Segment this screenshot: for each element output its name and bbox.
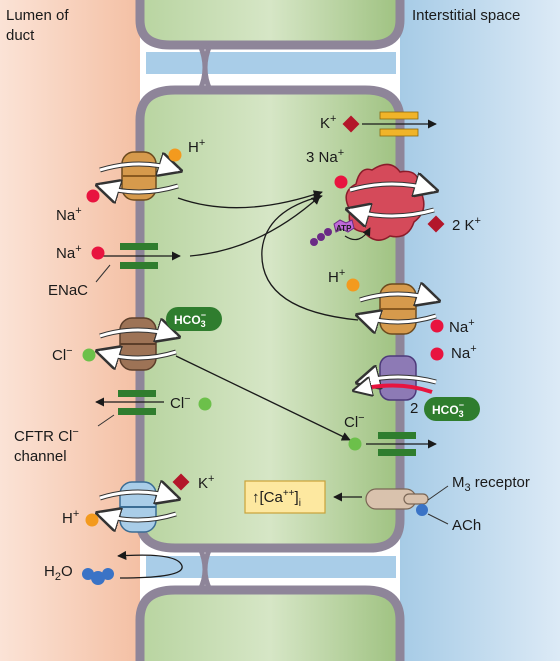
na-k-atpase: [346, 163, 434, 241]
lower-cell: [140, 590, 400, 661]
na-label-apical-1: Na+: [56, 205, 82, 224]
svg-text:↑[Ca++]i: ↑[Ca++]i: [252, 488, 301, 509]
enac-leader: [95, 264, 111, 283]
hco3-pill-apical: HCO3−: [166, 307, 222, 331]
arrow-na-to-pump-2: [189, 195, 321, 257]
m3-leader: [427, 485, 449, 501]
arrow-na-recycle: [261, 193, 359, 321]
intercellular-space-bottom: [146, 556, 396, 578]
k-label-pump: 2 K+: [452, 215, 481, 234]
cl-label-apical-1: Cl−: [52, 345, 73, 364]
ach-ligand: [416, 504, 428, 516]
k-ion-channel: [342, 115, 360, 133]
k-label-channel: K+: [320, 113, 336, 132]
cftr-leader: [97, 414, 115, 427]
k-ion-pump: [427, 215, 445, 233]
na-ion-apical-1: [86, 189, 100, 203]
calcium-box: ↑[Ca++]i: [244, 480, 326, 514]
h-label-apical-1: H+: [188, 137, 205, 156]
water-label: H2O: [44, 563, 73, 583]
enac-label: ENaC: [48, 282, 88, 299]
cl-ion-basolateral: [348, 437, 362, 451]
cl-label-basolateral: Cl−: [344, 412, 365, 431]
cl-ion-apical-1: [82, 348, 96, 362]
upper-cell: [140, 0, 400, 45]
arrow-cl-to-basolateral: [175, 355, 351, 441]
basolateral-na-h-exchanger: [360, 284, 436, 335]
cftr-label-line1: CFTR Cl−: [14, 426, 79, 445]
intercellular-space-top: [146, 52, 396, 74]
h-ion-apical-1: [168, 148, 182, 162]
na-ion-enac: [91, 246, 105, 260]
svg-text:HCO3−: HCO3−: [174, 310, 206, 329]
h-ion-basolateral: [346, 278, 360, 292]
na-hco3-cotransporter: [356, 355, 437, 401]
k-label-apical: K+: [198, 473, 214, 492]
na-ion-pump: [334, 175, 348, 189]
cftr-channel: [95, 390, 164, 415]
water-arrow: [117, 550, 183, 579]
na-label-basolateral-2: Na+: [451, 343, 477, 362]
na-label-basolateral-1: Na+: [449, 317, 475, 336]
water-molecule: [82, 568, 114, 585]
hco3-pill-basolateral: HCO3−: [424, 397, 480, 421]
apical-h-k-exchanger: [100, 482, 176, 533]
lumen-label-line2: duct: [6, 27, 35, 44]
na-ion-basolateral-1: [430, 319, 444, 333]
enac-channel: [96, 243, 181, 269]
na-ion-basolateral-2: [430, 347, 444, 361]
apical-na-h-exchanger: [100, 151, 178, 200]
cl-ion-cftr: [198, 397, 212, 411]
apical-cl-hco3-exchanger: [100, 317, 176, 371]
ach-label: ACh: [452, 517, 481, 534]
interstitial-label: Interstitial space: [412, 7, 520, 24]
upper-cell-membrane: [135, 0, 405, 50]
k-ion-apical: [172, 473, 190, 491]
svg-text:HCO3−: HCO3−: [432, 400, 464, 419]
na-label-pump: 3 Na+: [306, 147, 344, 166]
h-label-apical-2: H+: [62, 508, 79, 527]
na-label-enac: Na+: [56, 243, 82, 262]
atp-molecule: ATP: [310, 219, 355, 246]
ach-leader: [427, 513, 449, 525]
cftr-label-line2: channel: [14, 448, 67, 465]
m3-label: M3 receptor: [452, 474, 530, 494]
lumen-label-line1: Lumen of: [6, 7, 69, 24]
svg-text:ATP: ATP: [336, 224, 352, 233]
lower-cell-membrane: [135, 585, 405, 661]
k-channel: [362, 111, 437, 137]
main-cell-membrane: [135, 85, 405, 553]
tight-junction-bottom: [197, 546, 213, 592]
arrow-na-to-pump-1: [177, 190, 323, 209]
h-label-basolateral: H+: [328, 267, 345, 286]
interstitial-region: [400, 0, 560, 661]
atp-arrow: [344, 227, 371, 241]
hco3-count: 2: [410, 400, 418, 417]
m3-receptor: [365, 488, 429, 510]
cl-label-cftr: Cl−: [170, 393, 191, 412]
basolateral-cl-channel: [366, 432, 437, 456]
h-ion-apical-2: [85, 513, 99, 527]
tight-junction-top: [197, 44, 213, 92]
